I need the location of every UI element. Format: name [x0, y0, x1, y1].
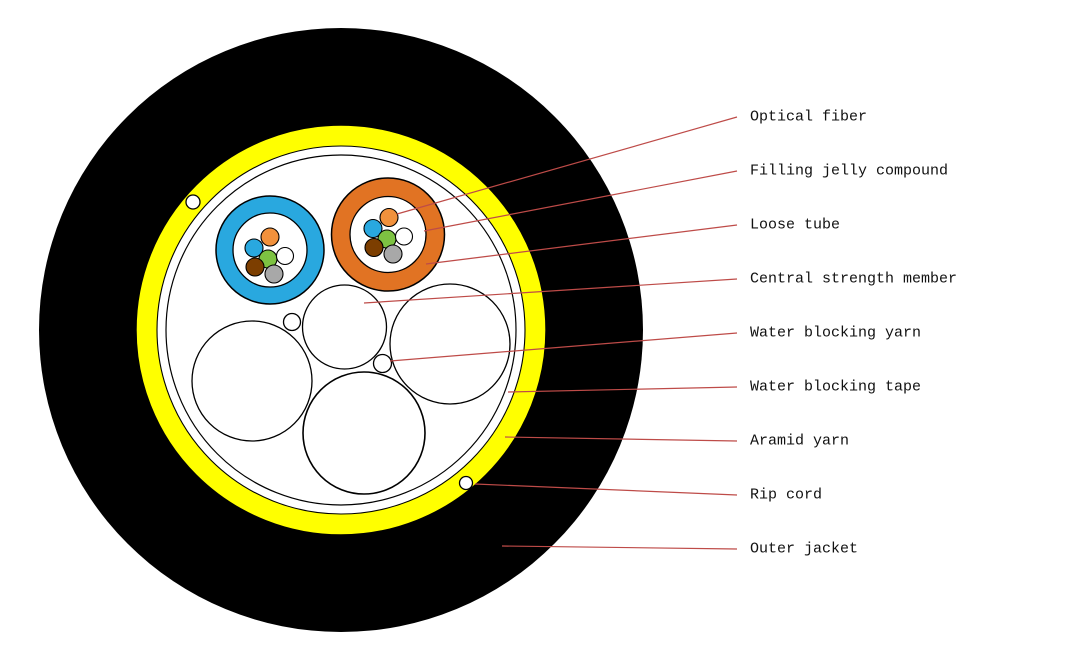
- callout-line-outer-jacket: [501, 545, 738, 550]
- optical-fiber-blue: [244, 238, 264, 258]
- callout-line-aramid-yarn: [504, 436, 738, 442]
- callout-line-optical-fiber: [396, 116, 738, 215]
- loose-tube-blue: [215, 195, 325, 305]
- filler-rod-right: [389, 283, 511, 405]
- rip-cord-top-left: [185, 194, 201, 210]
- callout-line-central-strength-member: [363, 278, 738, 304]
- optical-fiber-blue: [363, 218, 383, 239]
- callout-label-optical-fiber: Optical fiber: [750, 109, 867, 126]
- loose-tube-orange: [330, 177, 446, 292]
- filler-rod-bottom: [302, 371, 426, 495]
- callout-label-water-blocking-tape: Water blocking tape: [750, 379, 921, 396]
- callout-line-rip-cord: [474, 483, 738, 496]
- optical-fiber-gray: [383, 244, 403, 264]
- callout-label-rip-cord: Rip cord: [750, 487, 822, 504]
- optical-fiber-orange: [379, 207, 399, 228]
- optical-fiber-gray: [264, 264, 284, 284]
- water-blocking-yarn-left: [282, 312, 302, 332]
- optical-fiber-orange: [260, 227, 280, 247]
- callout-line-water-blocking-yarn: [389, 332, 738, 362]
- rip-cord-bottom-right: [458, 475, 474, 491]
- central-strength-member-circle: [301, 284, 388, 370]
- optical-fiber-white: [394, 227, 414, 246]
- callout-line-loose-tube: [425, 224, 738, 265]
- callout-label-water-blocking-yarn: Water blocking yarn: [750, 325, 921, 342]
- callout-label-central-strength-member: Central strength member: [750, 271, 957, 288]
- filler-rod-left: [191, 320, 313, 442]
- callout-label-outer-jacket: Outer jacket: [750, 541, 858, 558]
- optical-fiber-white: [275, 246, 295, 266]
- water-blocking-yarn-right: [372, 353, 393, 374]
- callout-label-aramid-yarn: Aramid yarn: [750, 433, 849, 450]
- optical-fiber-brown: [364, 237, 384, 258]
- optical-fiber-brown: [245, 257, 265, 277]
- callout-line-filling-jelly-compound: [423, 170, 738, 232]
- callout-label-filling-jelly-compound: Filling jelly compound: [750, 163, 948, 180]
- callout-label-loose-tube: Loose tube: [750, 217, 840, 234]
- callout-line-water-blocking-tape: [507, 386, 738, 393]
